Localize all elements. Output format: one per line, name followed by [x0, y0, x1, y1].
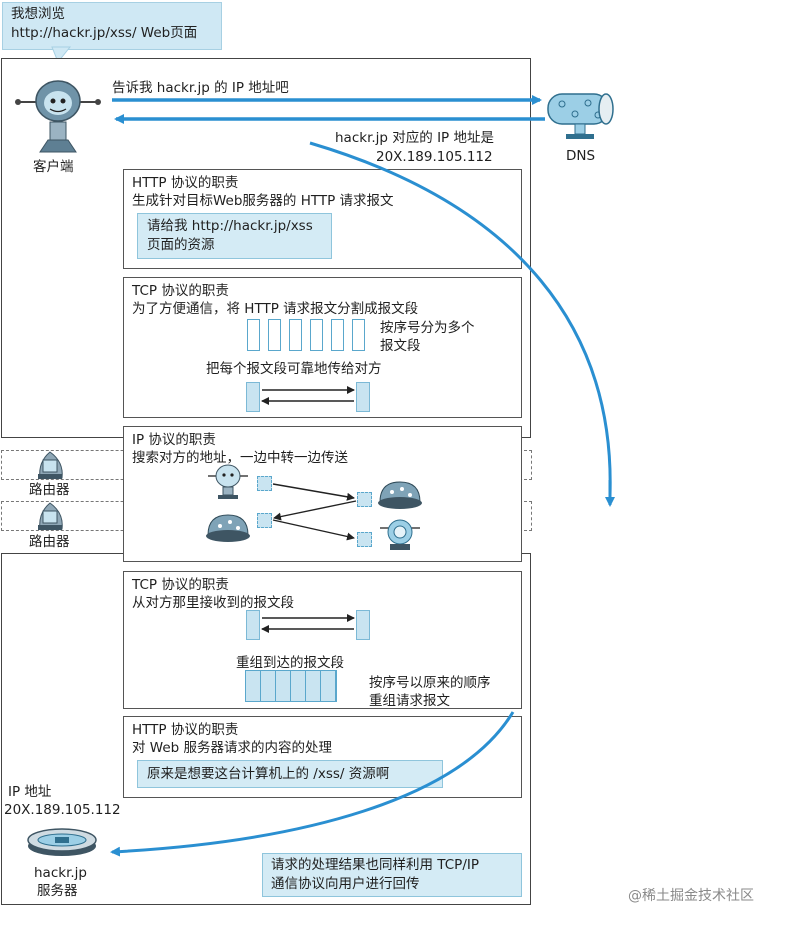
server-role: 服务器	[37, 883, 78, 899]
router-label: 路由器	[29, 534, 70, 550]
dns-request-label: 告诉我 hackr.jp 的 IP 地址吧	[112, 80, 289, 96]
segment	[352, 319, 365, 351]
http-server-title: HTTP 协议的职责	[132, 722, 239, 738]
ip-arrow	[273, 500, 357, 521]
http-server-panel: HTTP 协议的职责 对 Web 服务器请求的内容的处理 原来是想要这台计算机上…	[123, 716, 522, 798]
tcp-server-desc-2: 重组到达的报文段	[236, 655, 344, 671]
http-server-desc: 对 Web 服务器请求的内容的处理	[132, 740, 333, 756]
ip-packet	[257, 513, 272, 528]
segment	[310, 319, 323, 351]
tcp-client-note-1: 按序号分为多个	[380, 320, 475, 336]
ip-packet	[357, 532, 372, 547]
http-request-box: 请给我 http://hackr.jp/xss 页面的资源	[137, 213, 332, 259]
tcp-server-title: TCP 协议的职责	[132, 577, 229, 593]
ip-arrow	[272, 519, 355, 541]
segment-receiver	[356, 382, 370, 412]
segment	[268, 319, 281, 351]
http-request-line-2: 页面的资源	[147, 237, 215, 253]
ip-desc: 搜索对方的地址，一边中转一边传送	[132, 450, 348, 466]
tcp-client-desc: 为了方便通信，将 HTTP 请求报文分割成报文段	[132, 301, 419, 317]
http-client-title: HTTP 协议的职责	[132, 175, 239, 191]
segment-sender	[246, 610, 260, 640]
dns-reply-line-2: 20X.189.105.112	[376, 149, 493, 165]
watermark: @稀土掘金技术社区	[628, 888, 754, 904]
web-server-icon	[27, 828, 97, 856]
dome-server-icon	[378, 481, 422, 509]
server-robot-icon	[380, 519, 420, 550]
server-ip-value: 20X.189.105.112	[4, 802, 121, 818]
server-ip-label: IP 地址	[8, 784, 52, 800]
segment-sender	[246, 382, 260, 412]
ip-packet	[357, 492, 372, 507]
ip-panel: IP 协议的职责 搜索对方的地址，一边中转一边传送	[123, 426, 522, 562]
http-server-box: 原来是想要这台计算机上的 /xss/ 资源啊	[137, 760, 443, 788]
segment	[331, 319, 344, 351]
response-line-2: 通信协议向用户进行回传	[271, 876, 420, 892]
response-box: 请求的处理结果也同样利用 TCP/IP 通信协议向用户进行回传	[262, 853, 522, 897]
segment-receiver	[356, 610, 370, 640]
dns-label: DNS	[566, 148, 596, 164]
tcp-client-desc-2: 把每个报文段可靠地传给对方	[206, 361, 382, 377]
client-robot-icon	[208, 464, 248, 499]
reassembled-segments	[245, 670, 337, 702]
server-name: hackr.jp	[34, 865, 87, 881]
tcp-server-note-1: 按序号以原来的顺序	[369, 675, 491, 691]
router-icon	[38, 502, 63, 530]
client-robot-icon	[15, 80, 101, 153]
http-request-line-1: 请给我 http://hackr.jp/xss	[147, 218, 313, 234]
response-curve	[110, 711, 515, 857]
response-line-1: 请求的处理结果也同样利用 TCP/IP	[271, 857, 479, 873]
dns-reply-line-1: hackr.jp 对应的 IP 地址是	[335, 130, 494, 146]
tcp-server-note-2: 重组请求报文	[369, 693, 450, 709]
ip-title: IP 协议的职责	[132, 432, 216, 448]
segment	[289, 319, 302, 351]
ip-arrow	[272, 483, 355, 501]
ip-packet	[257, 476, 272, 491]
dns-server-icon	[547, 93, 614, 139]
segment	[247, 319, 260, 351]
transport-curve	[309, 141, 612, 496]
client-label: 客户端	[33, 159, 74, 175]
tcp-server-desc: 从对方那里接收到的报文段	[132, 595, 294, 611]
http-server-box-text: 原来是想要这台计算机上的 /xss/ 资源啊	[147, 766, 390, 782]
tcp-client-title: TCP 协议的职责	[132, 283, 229, 299]
router-label: 路由器	[29, 482, 70, 498]
dome-server-icon	[206, 514, 250, 542]
speech-bubble	[2, 2, 222, 50]
speech-line-2: http://hackr.jp/xss/ Web页面	[11, 25, 198, 41]
tcp-client-note-2: 报文段	[380, 338, 421, 354]
speech-line-1: 我想浏览	[11, 6, 65, 22]
router-icon	[38, 451, 63, 479]
http-client-desc: 生成针对目标Web服务器的 HTTP 请求报文	[132, 193, 394, 209]
http-client-panel: HTTP 协议的职责 生成针对目标Web服务器的 HTTP 请求报文 请给我 h…	[123, 169, 522, 269]
